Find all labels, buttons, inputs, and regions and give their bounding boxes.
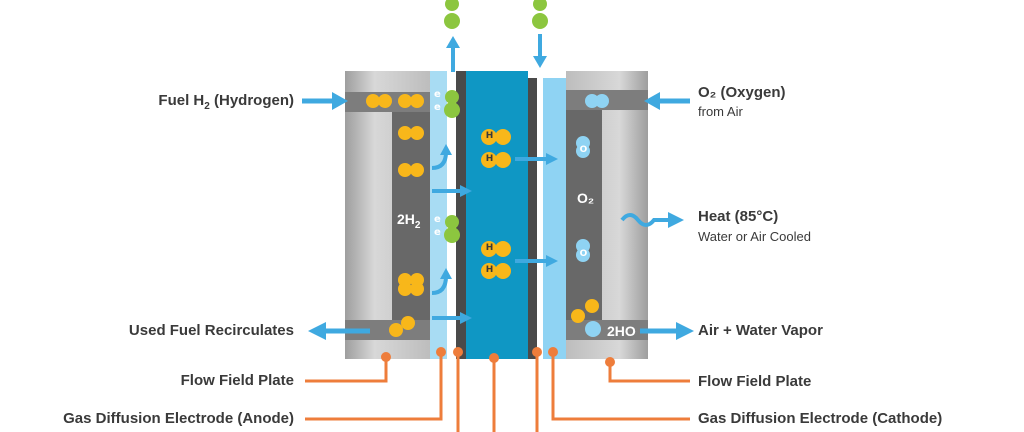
oxygen-molecules (571, 94, 609, 337)
internal-arrowheads (440, 144, 558, 324)
electron-label: e (433, 0, 440, 8)
electron-label: e (522, 14, 529, 25)
electron-label: e (434, 214, 441, 225)
oxygen-atom-label: O (579, 145, 588, 155)
proton-label: H (485, 265, 494, 275)
internal-arrows (431, 151, 548, 320)
oxygen-channel-label: O₂ (577, 190, 595, 206)
cathode-label: Gas Diffusion Electrode (Cathode) (698, 410, 943, 427)
oxygen-sublabel: from Air (698, 104, 743, 119)
electron-circuit (446, 34, 547, 72)
cathode-electrode (528, 78, 566, 359)
electron-label: e (522, 0, 529, 8)
anode-label: Gas Diffusion Electrode (Anode) (63, 410, 294, 427)
proton-label: H (485, 154, 494, 164)
heat-label: Heat (85°C) (698, 208, 779, 225)
flow-field-plate-right-label: Flow Field Plate (698, 373, 812, 390)
oxygen-label: O₂ (Oxygen) (698, 84, 786, 101)
flow-arrows (302, 92, 694, 340)
electron-label: e (434, 102, 441, 113)
proton-label: H (485, 243, 494, 253)
heat-sublabel: Water or Air Cooled (698, 229, 811, 244)
hydrogen-channel-label: 2H2 (397, 211, 421, 231)
hydrogen-molecules (366, 94, 424, 337)
membrane (466, 71, 528, 359)
protons (481, 129, 511, 279)
electrons (444, 0, 548, 243)
oxygen-atom-label: O (579, 249, 588, 259)
callout-lines (305, 352, 690, 432)
electron-label: e (434, 227, 441, 238)
air-water-label: Air + Water Vapor (698, 322, 823, 339)
callout-dots (381, 347, 615, 367)
water-label: 2HO (607, 323, 636, 339)
fuel-label: Fuel H2 (Hydrogen) (158, 92, 294, 112)
used-fuel-label: Used Fuel Recirculates (128, 322, 294, 339)
flow-field-plate-left-label: Flow Field Plate (180, 372, 294, 389)
proton-label: H (485, 131, 494, 141)
electron-label: e (434, 89, 441, 100)
electron-label: e (433, 14, 440, 25)
